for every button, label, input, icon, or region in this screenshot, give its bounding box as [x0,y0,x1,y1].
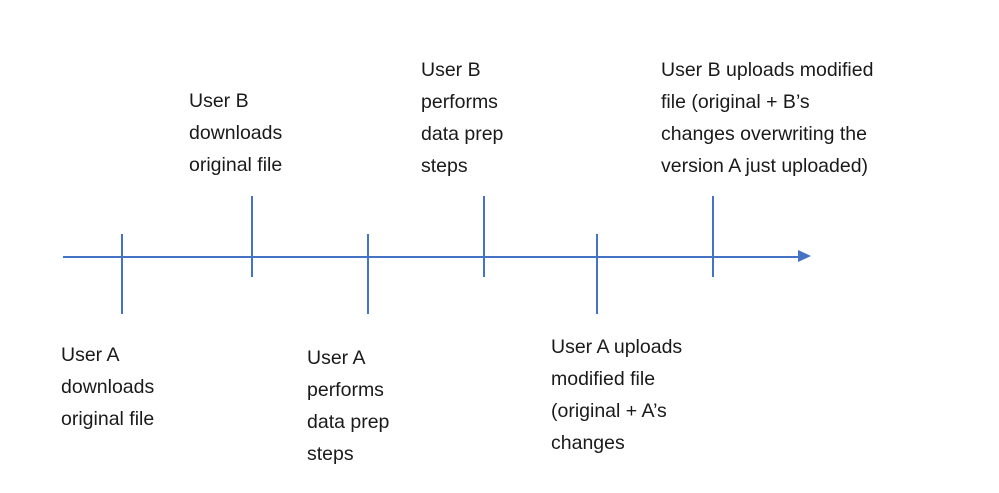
event-label-user-a-data-prep: User A performs data prep steps [307,347,390,465]
timeline-tick-user-b-uploads [712,196,714,277]
timeline-tick-user-b-data-prep [483,196,485,277]
timeline-tick-user-a-data-prep [367,234,369,314]
event-label-user-a-downloads: User A downloads original file [61,344,155,430]
timeline-tick-user-a-downloads [121,234,123,314]
timeline-axis [63,256,800,258]
event-label-user-b-uploads: User B uploads modified file (original +… [661,59,874,177]
event-label-user-b-downloads: User B downloads original file [189,90,283,176]
timeline-tick-user-b-downloads [251,196,253,277]
event-label-user-a-uploads: User A uploads modified file (original +… [551,336,683,454]
timeline-arrowhead-icon [798,250,811,262]
timeline-tick-user-a-uploads [596,234,598,314]
event-label-user-b-data-prep: User B performs data prep steps [421,59,504,177]
